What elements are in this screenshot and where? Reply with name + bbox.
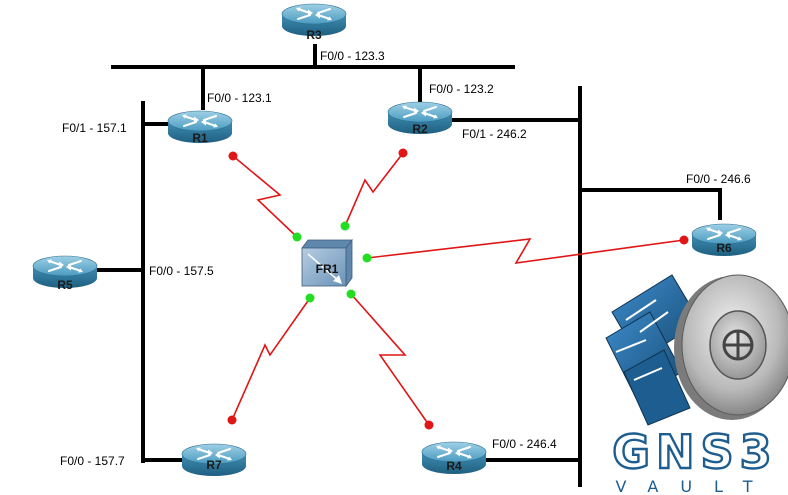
serial-r6-fr1 [366,238,685,265]
port-down-dot [228,151,238,161]
logo-line1: GNS3 [612,425,777,479]
port-up-dot [340,221,350,231]
router-r7[interactable]: R7 [181,443,247,477]
ethernet-segments [95,44,722,487]
if-label-r3-f00: F0/0 - 123.3 [320,49,385,63]
router-r1[interactable]: R1 [167,110,233,145]
port-down-dot [227,415,237,425]
port-down-dot [424,420,434,430]
serial-r7-fr1 [231,297,311,421]
serial-links [231,152,685,426]
router-label: R5 [57,278,73,292]
serial-r4-fr1 [350,293,430,426]
if-label-r1-f01: F0/1 - 157.1 [62,121,127,135]
serial-r1-fr1 [232,155,298,238]
router-r5[interactable]: R5 [32,255,98,292]
if-label-r1-f00: F0/0 - 123.1 [207,91,272,105]
router-label: R2 [412,122,428,136]
router-r6[interactable]: R6 [691,223,757,257]
router-r4[interactable]: R4 [421,441,487,475]
serial-r2-fr1 [344,152,404,227]
switch-arrowhead [333,275,342,284]
if-label-r2-f00: F0/0 - 123.2 [429,82,494,96]
router-r2[interactable]: R2 [387,101,453,136]
switch-arrow [307,253,341,283]
router-label: R6 [716,241,732,255]
router-label: R1 [192,131,208,145]
port-down-dot [679,235,689,245]
if-label-r5-f00: F0/0 - 157.5 [149,264,214,278]
port-status-dots [227,148,689,430]
router-r3[interactable]: R3 [281,3,347,42]
if-label-r2-f01: F0/1 - 246.2 [462,127,527,141]
logo-line2: VAULT [615,477,774,495]
port-down-dot [398,148,408,158]
frame-relay-switch-fr1[interactable]: FR1 [301,238,353,288]
port-up-dot [346,289,356,299]
port-up-dot [292,232,302,242]
if-label-r7-f00: F0/0 - 157.7 [60,454,125,468]
gns3-vault-logo: GNS3 VAULT [605,274,788,495]
switch-label: FR1 [316,262,339,276]
port-up-dot [362,253,372,263]
if-label-r6-f00: F0/0 - 246.6 [686,172,751,186]
router-label: R3 [306,28,322,42]
gns3-vault-logo-icon [605,274,788,426]
if-label-r4-f00: F0/0 - 246.4 [492,437,557,451]
router-label: R7 [206,458,222,472]
port-up-dot [305,293,315,303]
interface-labels: F0/0 - 123.3 F0/0 - 123.1 F0/0 - 123.2 F… [60,49,751,468]
router-label: R4 [446,459,462,473]
